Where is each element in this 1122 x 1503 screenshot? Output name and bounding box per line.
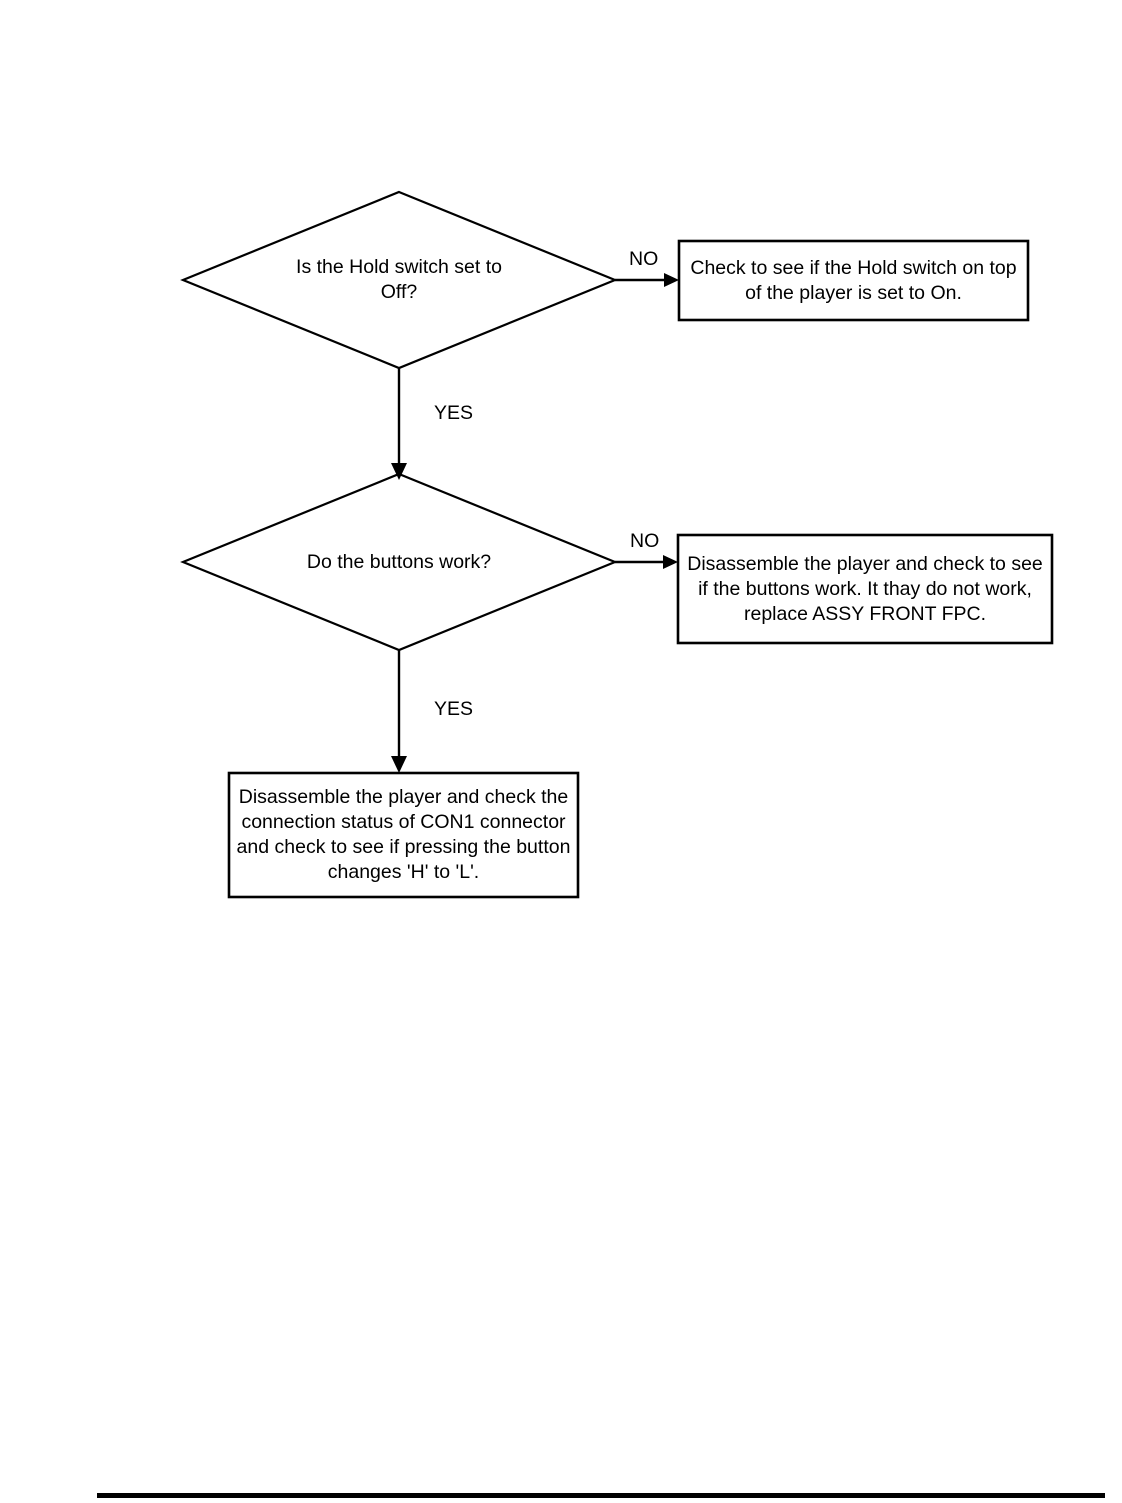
edge-label-yes-2: YES bbox=[434, 698, 474, 720]
decision-buttons-work-label: Do the buttons work? bbox=[306, 550, 492, 573]
edge-label-yes-1: YES bbox=[434, 402, 474, 424]
page-footer-rule bbox=[97, 1493, 1105, 1498]
action-hold-switch-on-shape bbox=[677, 239, 1030, 322]
action-check-buttons-label: Disassemble the player and check to see … bbox=[687, 552, 1043, 625]
edge-no-2-arrowhead bbox=[663, 555, 678, 569]
edge-label-no-1: NO bbox=[629, 248, 659, 270]
action-check-buttons-shape bbox=[676, 533, 1054, 645]
action-hold-switch-on-label: Check to see if the Hold switch on top o… bbox=[690, 256, 1017, 304]
action-check-con1-shape bbox=[227, 771, 580, 899]
action-check-con1-label: Disassemble the player and check the con… bbox=[236, 786, 571, 883]
edge-yes-2-arrowhead bbox=[391, 756, 407, 773]
edge-yes-1-arrowhead bbox=[391, 463, 407, 480]
edge-no-1-arrowhead bbox=[664, 273, 679, 287]
edge-label-no-2: NO bbox=[630, 530, 660, 552]
decision-hold-switch-label: Is the Hold switch set to Off? bbox=[296, 256, 502, 303]
